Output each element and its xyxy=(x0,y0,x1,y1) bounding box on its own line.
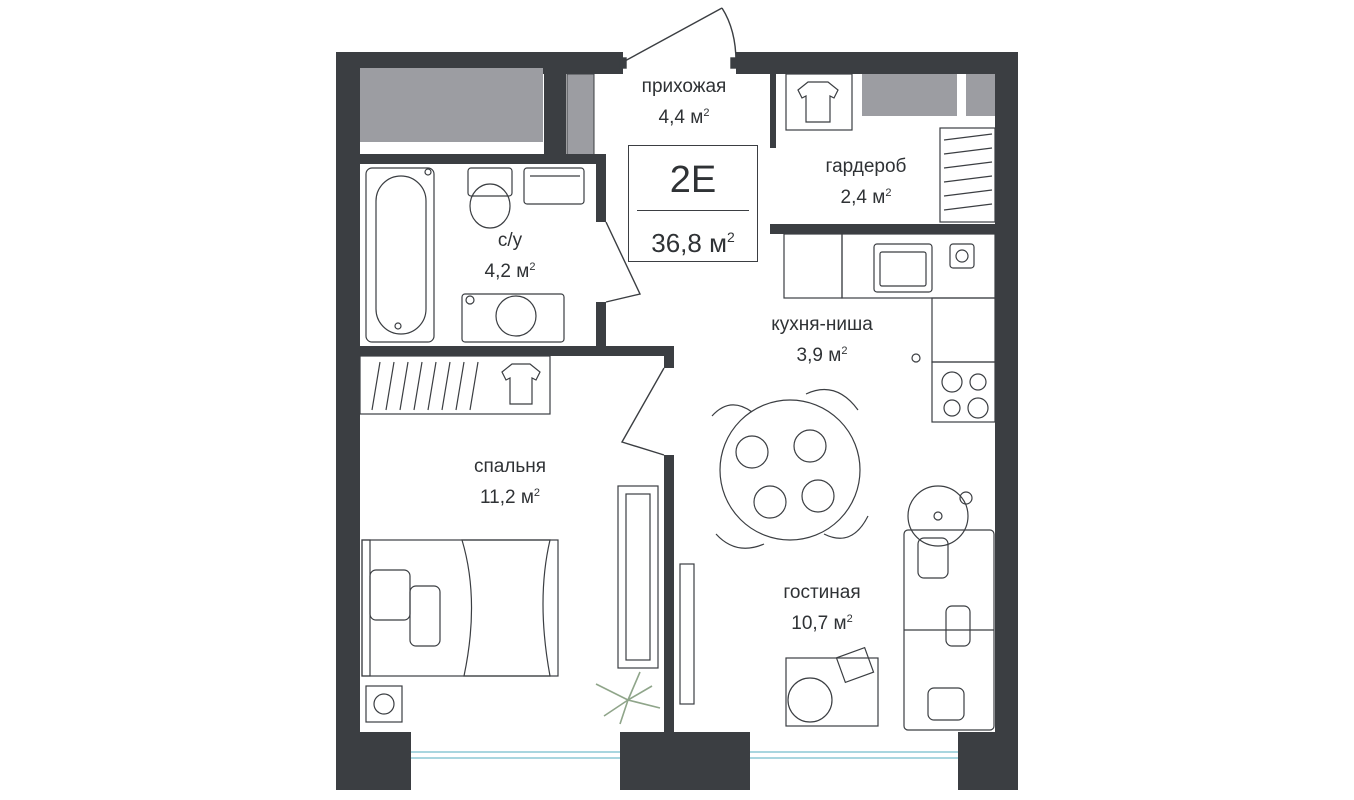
room-label-bathroom: с/у 4,2 м2 xyxy=(484,230,536,282)
room-area: 11,2 м xyxy=(479,487,534,508)
room-name: кухня-ниша xyxy=(771,314,873,335)
room-area: 10,7 м xyxy=(791,613,847,634)
room-name: спальня xyxy=(473,456,547,477)
room-area: 4,4 м xyxy=(658,107,704,128)
bed xyxy=(361,539,559,723)
interior-walls xyxy=(360,74,995,732)
room-area: 2,4 м xyxy=(840,187,886,208)
bathroom-fixtures xyxy=(365,167,585,343)
plant xyxy=(595,671,661,725)
outer-walls xyxy=(336,52,1018,790)
kitchen-fixtures xyxy=(783,233,996,423)
apartment-total-area: 36,8 м xyxy=(651,228,727,258)
built-in-blocks xyxy=(360,68,995,157)
room-label-kitchen: кухня-ниша 3,9 м2 xyxy=(771,314,873,366)
room-name: с/у xyxy=(497,230,523,251)
room-label-hall: прихожая 4,4 м2 xyxy=(641,76,727,128)
doors xyxy=(605,7,738,456)
room-name: гардероб xyxy=(825,156,907,177)
sofa xyxy=(903,485,995,731)
tv-console xyxy=(617,485,695,705)
room-label-bedroom: спальня 11,2 м2 xyxy=(473,456,547,508)
dining-table xyxy=(711,388,869,549)
room-area: 3,9 м xyxy=(796,345,842,366)
badge-divider xyxy=(637,210,749,211)
coffee-table xyxy=(785,646,879,727)
room-label-living: гостиная 10,7 м2 xyxy=(783,582,861,634)
wardrobe-hangers xyxy=(359,73,996,415)
room-area: 4,2 м xyxy=(484,261,530,282)
room-name: гостиная xyxy=(783,582,861,603)
room-label-wardrobe: гардероб 2,4 м2 xyxy=(825,156,907,208)
windows xyxy=(411,751,958,759)
apartment-badge: 2E 36,8 м2 xyxy=(628,145,758,262)
room-name: прихожая xyxy=(641,76,727,97)
apartment-code: 2E xyxy=(669,159,717,201)
